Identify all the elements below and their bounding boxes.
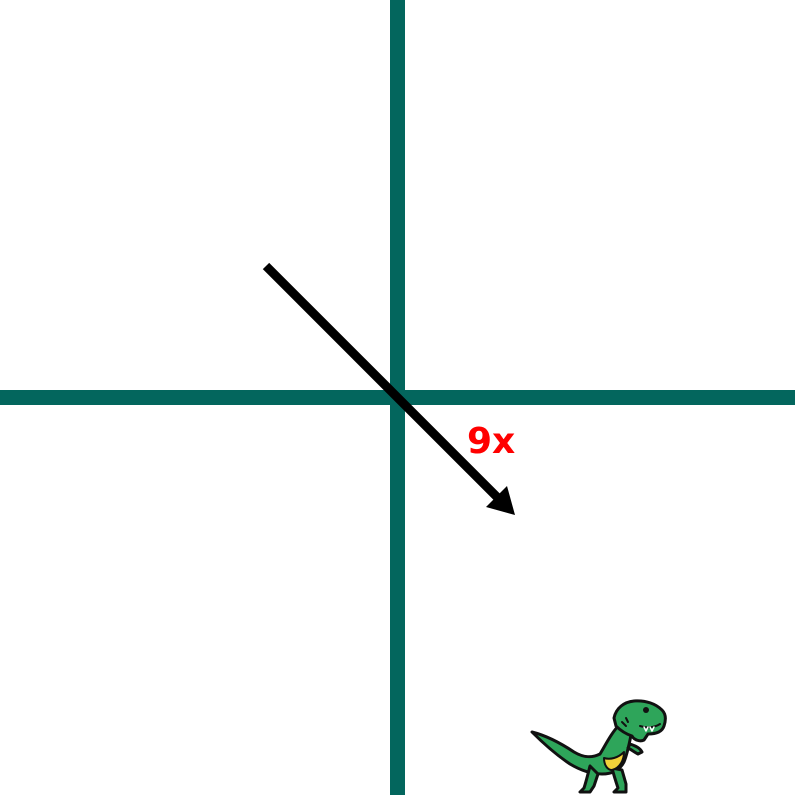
- arrow-shaft: [262, 262, 501, 501]
- multiplier-label: 9x: [467, 421, 516, 462]
- dinosaur-icon[interactable]: [528, 696, 670, 796]
- dinosaur-graphic: [530, 699, 667, 794]
- arrow-head: [486, 486, 515, 515]
